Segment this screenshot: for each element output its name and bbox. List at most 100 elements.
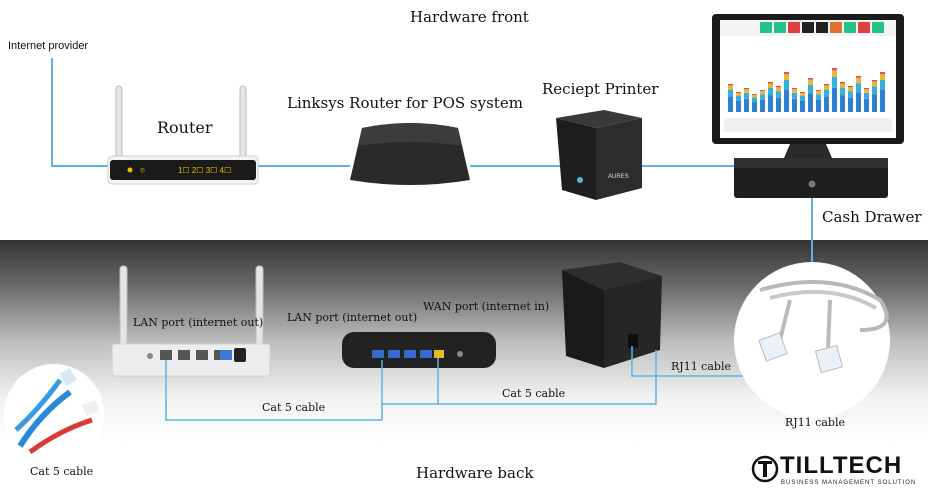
pos-bar-segment xyxy=(856,77,861,84)
router-led-labels: 1☐ 2☐ 3☐ 4☐ xyxy=(178,166,231,175)
pos-bar-segment xyxy=(736,92,741,93)
pos-bar-segment xyxy=(760,99,765,112)
pos-bar-segment xyxy=(776,86,781,88)
tilltech-logo xyxy=(751,455,779,483)
pos-bar-segment xyxy=(752,94,757,95)
hardware-front-title: Hardware front xyxy=(410,8,529,26)
pos-bar-segment xyxy=(800,96,805,101)
pos-bar-segment xyxy=(728,89,733,97)
router-label: Router xyxy=(157,118,213,137)
rj11-photo xyxy=(734,262,890,418)
pos-bar-segment xyxy=(824,84,829,86)
rj11-printer-to-drawer xyxy=(631,346,770,377)
pos-bar-segment xyxy=(808,79,813,85)
pos-bar-segment xyxy=(848,91,853,98)
pos-bar-segment xyxy=(872,86,877,95)
cat5-photo-label: Cat 5 cable xyxy=(30,465,94,478)
pos-bar-segment xyxy=(752,97,757,103)
svg-text:⌾: ⌾ xyxy=(140,166,145,175)
cat5-cable-label-mid: Cat 5 cable xyxy=(502,387,566,400)
pos-bar-segment xyxy=(816,94,821,100)
pos-bar-segment xyxy=(856,76,861,78)
pos-bar-segment xyxy=(856,92,861,112)
cat5-photo xyxy=(4,364,104,464)
back-cables xyxy=(165,346,770,421)
pos-bar-segment xyxy=(880,80,885,90)
pos-bar-segment xyxy=(792,88,797,90)
pos-bar-segment xyxy=(792,98,797,112)
pos-bar-segment xyxy=(776,91,781,98)
cash-drawer-label: Cash Drawer xyxy=(822,208,922,226)
pos-bar-segment xyxy=(784,72,789,74)
pos-bar-segment xyxy=(736,96,741,101)
pos-bar-segment xyxy=(792,89,797,93)
pos-bar-segment xyxy=(872,94,877,112)
pos-bar-segment xyxy=(880,74,885,80)
pos-bar-segment xyxy=(864,98,869,112)
pos-bar-segment xyxy=(752,102,757,112)
logo-tagline: BUSINESS MANAGEMENT SOLUTION xyxy=(781,480,917,486)
pos-bar-segment xyxy=(736,93,741,96)
pos-bar-segment xyxy=(832,76,837,88)
pos-bar-segment xyxy=(760,90,765,92)
pos-bar-segment xyxy=(784,74,789,80)
pos-bar-segment xyxy=(760,91,765,95)
receipt-printer-back xyxy=(562,262,662,368)
pos-bar-segment xyxy=(768,82,773,84)
pos-bar-segment xyxy=(776,87,781,92)
pos-bar-segment xyxy=(832,68,837,71)
pos-bar-segment xyxy=(728,84,733,86)
pos-bar-segment xyxy=(744,88,749,90)
pos-bar-segment xyxy=(856,83,861,93)
pos-bar-segment xyxy=(824,96,829,112)
pos-bar-segment xyxy=(784,80,789,90)
pos-bar-segment xyxy=(760,94,765,100)
cat5-linksys-to-printer xyxy=(382,350,657,405)
pos-bar-segment xyxy=(848,87,853,92)
cat5-cable-label-left: Cat 5 cable xyxy=(262,401,326,414)
pos-bar-segment xyxy=(744,98,749,112)
pos-bar-segment xyxy=(880,72,885,74)
pos-bar-segment xyxy=(816,90,821,92)
pos-bar-segment xyxy=(744,92,749,99)
receipt-printer-label: Reciept Printer xyxy=(542,80,659,98)
pos-bar-segment xyxy=(832,87,837,112)
pos-bar-segment xyxy=(824,85,829,90)
linksys-router-front xyxy=(350,123,470,185)
pos-bar-segment xyxy=(840,88,845,96)
pos-bar-segment xyxy=(768,88,773,96)
pos-bar-segment xyxy=(864,88,869,90)
pos-bar-segment xyxy=(800,93,805,96)
pos-bar-segment xyxy=(792,92,797,99)
pos-bar-segment xyxy=(784,90,789,112)
pos-bar-segment xyxy=(872,81,877,87)
pos-bar-segment xyxy=(880,90,885,112)
lan-port-label-linksys: LAN port (internet out) xyxy=(287,311,418,324)
router-front: ⌾ 1☐ 2☐ 3☐ 4☐ xyxy=(107,85,259,185)
internet-provider-cable xyxy=(51,58,108,167)
rj11-photo-label: RJ11 cable xyxy=(785,416,845,429)
internet-provider-label: Internet provider xyxy=(8,40,89,52)
pos-bar-segment xyxy=(816,99,821,112)
receipt-printer-front: AURES xyxy=(556,110,642,200)
pos-bar-segment xyxy=(808,93,813,112)
pos-bar-segment xyxy=(800,101,805,112)
lan-port-label-router: LAN port (internet out) xyxy=(133,316,264,329)
pos-bar-segment xyxy=(864,89,869,93)
pos-bar-segment xyxy=(808,78,813,80)
pos-bar-segment xyxy=(744,89,749,93)
pos-bar-segment xyxy=(864,92,869,99)
pos-bar-segment xyxy=(736,101,741,112)
pos-bar-segment xyxy=(808,84,813,94)
hardware-back-title: Hardware back xyxy=(416,464,534,482)
pos-bar-segment xyxy=(752,94,757,98)
pos-bar-segment xyxy=(840,83,845,88)
front-cables xyxy=(51,58,813,272)
router-back xyxy=(111,265,271,377)
printer-brand: AURES xyxy=(608,174,629,180)
pos-bar-segment xyxy=(776,97,781,112)
pos-bar-segment xyxy=(840,82,845,84)
pos-bar-segment xyxy=(872,80,877,82)
pos-bar-segment xyxy=(840,95,845,112)
